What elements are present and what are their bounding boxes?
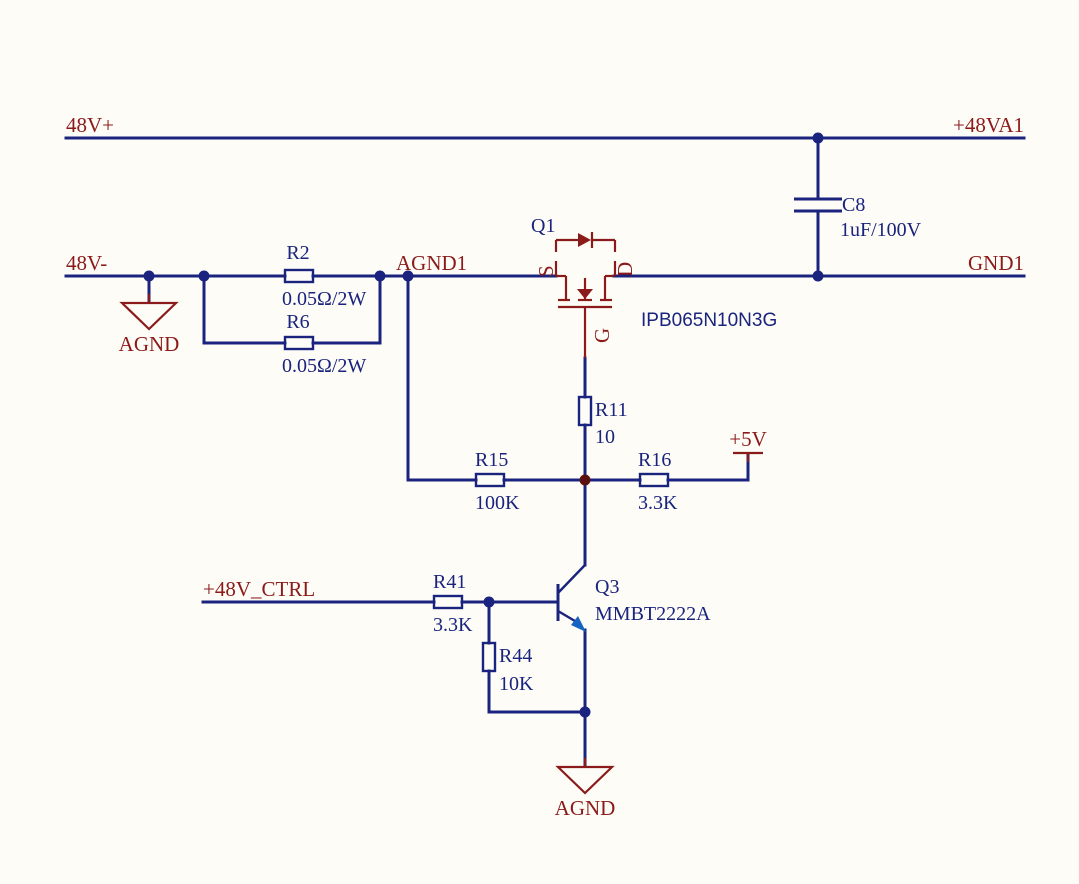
resistor-r44 <box>481 641 497 673</box>
value-r11: 10 <box>595 426 615 448</box>
net-label-48v-minus: 48V- <box>66 251 107 275</box>
junction <box>402 270 414 282</box>
value-r15: 100K <box>475 492 520 514</box>
resistor-r2 <box>283 268 315 284</box>
resistor-r11 <box>577 395 593 427</box>
junction <box>812 270 824 282</box>
junction <box>198 270 210 282</box>
ref-r6: R6 <box>286 311 309 333</box>
junction <box>579 706 591 718</box>
value-r44: 10K <box>499 673 534 695</box>
ground-symbol-left <box>119 294 179 331</box>
pin-label-s: S <box>534 265 558 277</box>
ground-symbol-bottom <box>555 758 615 795</box>
net-label-5v: +5V <box>729 427 767 451</box>
mosfet-q1 <box>554 232 617 358</box>
net-label-agnd-left: AGND <box>119 332 180 356</box>
net-label-48va1: +48VA1 <box>953 113 1024 137</box>
ref-r11: R11 <box>595 399 628 421</box>
resistor-r16 <box>638 472 670 488</box>
ref-q3: Q3 <box>595 576 619 598</box>
junctions <box>143 132 824 718</box>
net-label-48v-plus: 48V+ <box>66 113 114 137</box>
junction <box>143 270 155 282</box>
net-label-gnd1: GND1 <box>968 251 1024 275</box>
value-r6: 0.05Ω/2W <box>282 355 366 377</box>
junction <box>374 270 386 282</box>
junction <box>483 596 495 608</box>
net-label-agnd-bottom: AGND <box>555 796 616 820</box>
pin-label-d: D <box>613 262 637 277</box>
ref-c8: C8 <box>842 194 865 216</box>
ref-r44: R44 <box>499 645 532 667</box>
net-label-ctrl: +48V_CTRL <box>203 577 315 601</box>
value-r41: 3.3K <box>433 614 473 636</box>
resistor-r15 <box>474 472 506 488</box>
ref-q1: Q1 <box>531 215 555 237</box>
net-label-agnd1: AGND1 <box>396 251 467 275</box>
pin-label-g: G <box>590 328 614 343</box>
capacitor-c8 <box>794 197 842 213</box>
junction <box>812 132 824 144</box>
value-r16: 3.3K <box>638 492 678 514</box>
junction <box>579 474 591 486</box>
resistor-r6 <box>283 335 315 351</box>
resistor-r41 <box>432 594 464 610</box>
part-q3: MMBT2222A <box>595 603 711 625</box>
ref-r2: R2 <box>286 242 309 264</box>
ref-r41: R41 <box>433 571 466 593</box>
value-c8: 1uF/100V <box>840 219 922 241</box>
ref-r16: R16 <box>638 449 671 471</box>
part-q1: IPB065N10N3G <box>641 310 777 331</box>
transistor-q3 <box>556 564 586 632</box>
power-5v-symbol <box>733 451 763 462</box>
value-r2: 0.05Ω/2W <box>282 288 366 310</box>
ref-r15: R15 <box>475 449 508 471</box>
